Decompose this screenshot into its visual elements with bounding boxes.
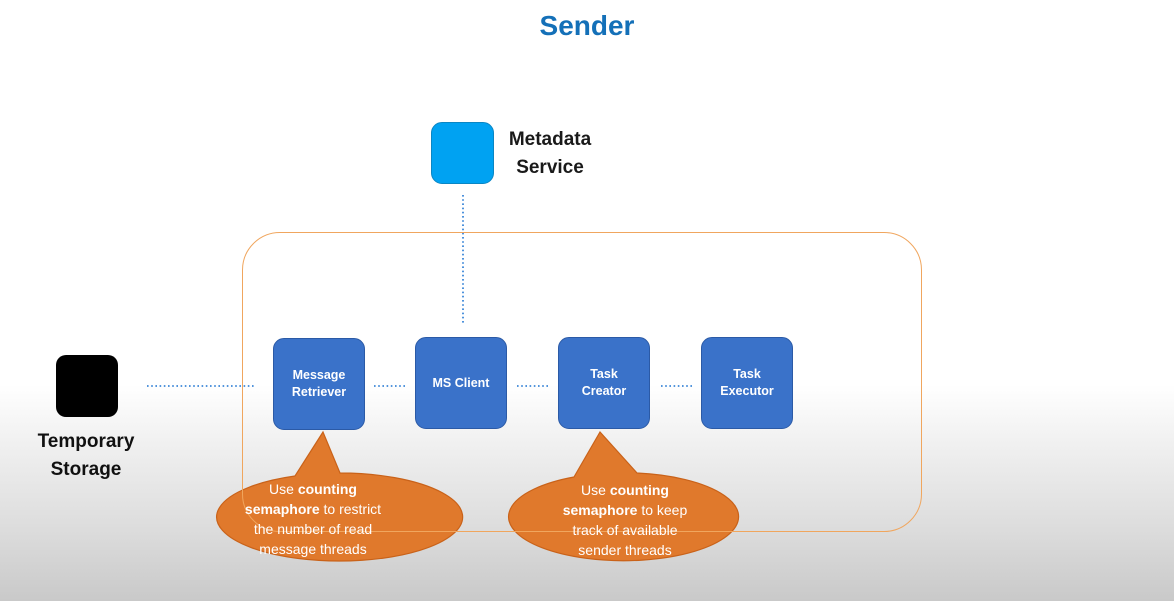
- temporary-storage-box: [56, 355, 118, 417]
- callout-bubble-right: [508, 430, 740, 562]
- metadata-service-box: [431, 122, 494, 184]
- temporary-storage-label: Temporary Storage: [37, 431, 135, 480]
- task-creator-box: Task Creator: [558, 337, 650, 429]
- message-retriever-box: Message Retriever: [273, 338, 365, 430]
- task-executor-box: Task Executor: [701, 337, 793, 429]
- sender-container: [242, 232, 922, 532]
- ms-client-box: MS Client: [415, 337, 507, 429]
- callout-right-text: Use counting semaphore to keep track of …: [562, 482, 688, 558]
- callout-left-text: Use counting semaphore to restrict the n…: [244, 481, 382, 557]
- page-title: Sender: [539, 10, 635, 41]
- metadata-service-label: Metadata Service: [508, 129, 592, 178]
